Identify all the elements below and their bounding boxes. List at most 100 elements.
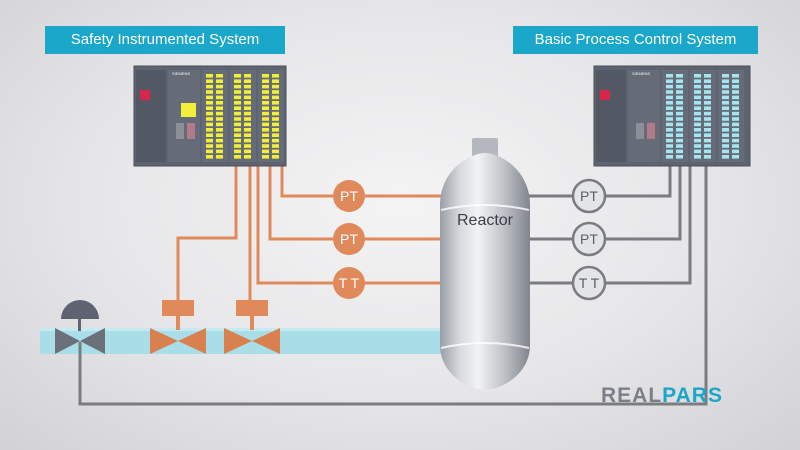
sis-leds-led bbox=[244, 122, 251, 127]
sis-instruments: PT PT T T bbox=[333, 180, 365, 299]
bpcs-leds-led bbox=[732, 106, 739, 110]
sis-leds-module-3 bbox=[258, 70, 284, 162]
sis-signal-lines bbox=[176, 166, 448, 300]
sis-leds-led bbox=[234, 128, 241, 132]
sis-leds-led bbox=[216, 122, 223, 127]
bpcs-leds-led bbox=[732, 74, 739, 78]
sis-leds-led bbox=[206, 133, 213, 137]
sis-valve-2-body-right bbox=[252, 328, 280, 354]
sis-valve-1-stem bbox=[176, 316, 180, 330]
sis-leds-led bbox=[272, 84, 279, 89]
sis-leds-led bbox=[234, 74, 241, 78]
sis-leds-led bbox=[272, 122, 279, 127]
sis-leds-led bbox=[272, 144, 279, 148]
sis-leds-led bbox=[272, 149, 279, 154]
bpcs-leds-led bbox=[666, 144, 673, 148]
sis-leds-led bbox=[216, 95, 223, 100]
sis-leds-led bbox=[272, 106, 279, 110]
sis-io-leds bbox=[202, 70, 284, 162]
bpcs-leds-led bbox=[722, 95, 729, 100]
bpcs-leds-led bbox=[722, 79, 729, 83]
bpcs-leds-led bbox=[694, 122, 701, 127]
bpcs-leds-led bbox=[666, 90, 673, 94]
sis-leds-led bbox=[272, 111, 279, 116]
sis-leds-led bbox=[206, 122, 213, 127]
sis-leds-led bbox=[244, 106, 251, 110]
sis-leds-led bbox=[272, 90, 279, 94]
bpcs-leds-led bbox=[722, 74, 729, 78]
sis-leds-led bbox=[216, 106, 223, 110]
bpcs-leds-led bbox=[694, 84, 701, 89]
sis-leds-led bbox=[234, 155, 241, 159]
sis-leds-led bbox=[262, 138, 269, 143]
bpcs-leds-led bbox=[666, 128, 673, 132]
bpcs-leds-led bbox=[666, 155, 673, 159]
sis-leds-led bbox=[262, 155, 269, 159]
sis-leds-led bbox=[262, 117, 269, 121]
sis-plc-icon: SIEMENS bbox=[133, 65, 287, 167]
bpcs-plc-cpu-card bbox=[647, 123, 655, 139]
sis-leds-led bbox=[206, 84, 213, 89]
bpcs-leds-led bbox=[704, 106, 711, 110]
bpcs-leds-led bbox=[676, 117, 683, 121]
sis-leds-led bbox=[206, 106, 213, 110]
sis-line-pt1 bbox=[280, 166, 333, 198]
bpcs-leds-led bbox=[676, 133, 683, 137]
sis-leds-led bbox=[244, 95, 251, 100]
bpcs-leds-module-2 bbox=[690, 70, 716, 162]
bpcs-line-pt2 bbox=[605, 162, 682, 241]
bpcs-leds-led bbox=[722, 101, 729, 105]
actuated-valve-icon bbox=[150, 300, 206, 354]
bpcs-leds-led bbox=[704, 111, 711, 116]
bpcs-leds-led bbox=[694, 106, 701, 110]
bpcs-leds-led bbox=[676, 138, 683, 143]
bpcs-signal-lines bbox=[78, 162, 708, 406]
bpcs-leds-led bbox=[676, 122, 683, 127]
sis-pt-1-label: PT bbox=[340, 188, 358, 204]
bpcs-leds-led bbox=[676, 90, 683, 94]
bpcs-leds-led bbox=[694, 144, 701, 148]
bpcs-leds-led bbox=[676, 149, 683, 154]
sis-leds-led bbox=[262, 149, 269, 154]
bpcs-pt-1-label: PT bbox=[580, 188, 598, 204]
bpcs-leds-led bbox=[676, 84, 683, 89]
sis-leds-led bbox=[244, 101, 251, 105]
sis-leds-led bbox=[216, 117, 223, 121]
bpcs-leds-led bbox=[666, 106, 673, 110]
bpcs-leds-led bbox=[704, 117, 711, 121]
bpcs-leds-led bbox=[732, 128, 739, 132]
bpcs-leds-led bbox=[732, 144, 739, 148]
sis-leds-led bbox=[206, 117, 213, 121]
bpcs-leds-led bbox=[732, 117, 739, 121]
bpcs-line-valve bbox=[78, 162, 708, 406]
reactor-nozzle bbox=[472, 138, 498, 158]
control-valve-body-left bbox=[55, 328, 80, 354]
sis-leds-led bbox=[272, 79, 279, 83]
bpcs-leds-led bbox=[666, 74, 673, 78]
sis-leds-led bbox=[206, 144, 213, 148]
bpcs-pt-2: PT bbox=[571, 221, 607, 257]
sis-leds-led bbox=[206, 79, 213, 83]
sis-leds-led bbox=[262, 79, 269, 83]
bpcs-leds-led bbox=[722, 138, 729, 143]
sis-leds-led bbox=[244, 79, 251, 83]
bpcs-leds-led bbox=[676, 128, 683, 132]
bpcs-plc-icon: SIEMENS bbox=[593, 65, 751, 167]
sis-plc-cpu-slot bbox=[176, 123, 184, 139]
bpcs-plc-psu-switch bbox=[600, 90, 610, 100]
sis-plc-cpu-card bbox=[187, 123, 195, 139]
sis-valve-2-actuator bbox=[236, 300, 268, 316]
bpcs-plc-brand: SIEMENS bbox=[632, 71, 650, 76]
bpcs-leds-led bbox=[722, 149, 729, 154]
reactor-label: Reactor bbox=[457, 212, 514, 229]
bpcs-leds-led bbox=[694, 74, 701, 78]
bpcs-leds-led bbox=[704, 138, 711, 143]
bpcs-leds-led bbox=[694, 133, 701, 137]
bpcs-plc-cpu-slot bbox=[636, 123, 644, 139]
bpcs-leds-led bbox=[732, 155, 739, 159]
bpcs-leds-led bbox=[704, 84, 711, 89]
bpcs-pt-1: PT bbox=[571, 178, 607, 214]
bpcs-leds-led bbox=[704, 74, 711, 78]
bpcs-leds-led bbox=[732, 149, 739, 154]
